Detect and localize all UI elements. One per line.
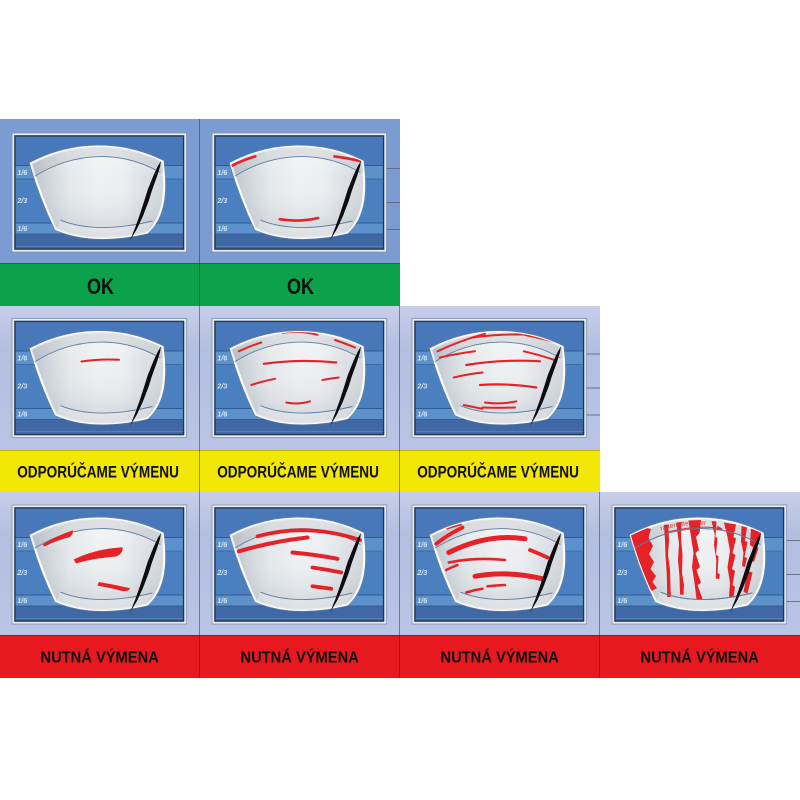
svg-text:1/6: 1/6 [217, 410, 228, 419]
svg-text:1/6: 1/6 [17, 410, 28, 419]
svg-text:2/3: 2/3 [416, 568, 427, 577]
svg-text:1/6: 1/6 [217, 596, 228, 605]
svg-text:1/6: 1/6 [217, 167, 228, 176]
svg-text:1/6: 1/6 [17, 224, 28, 233]
svg-text:1/6: 1/6 [417, 540, 428, 549]
svg-text:2/3: 2/3 [216, 382, 227, 391]
svg-text:1/6: 1/6 [17, 167, 28, 176]
svg-text:1/6: 1/6 [217, 224, 228, 233]
svg-text:2/3: 2/3 [16, 568, 27, 577]
svg-text:1/6: 1/6 [417, 410, 428, 419]
svg-text:2/3: 2/3 [416, 382, 427, 391]
svg-text:2/3: 2/3 [216, 196, 227, 205]
svg-text:1/6: 1/6 [17, 540, 28, 549]
svg-text:2/3: 2/3 [616, 568, 627, 577]
svg-text:2/3: 2/3 [16, 196, 27, 205]
svg-text:1/6: 1/6 [217, 353, 228, 362]
svg-text:1/6: 1/6 [417, 353, 428, 362]
svg-text:1/6: 1/6 [617, 540, 628, 549]
svg-text:1/6: 1/6 [417, 596, 428, 605]
svg-text:1/6: 1/6 [617, 596, 628, 605]
svg-text:2/3: 2/3 [16, 382, 27, 391]
svg-text:1/6: 1/6 [17, 596, 28, 605]
svg-text:1/6: 1/6 [217, 540, 228, 549]
svg-text:2/3: 2/3 [216, 568, 227, 577]
svg-text:1/6: 1/6 [17, 353, 28, 362]
